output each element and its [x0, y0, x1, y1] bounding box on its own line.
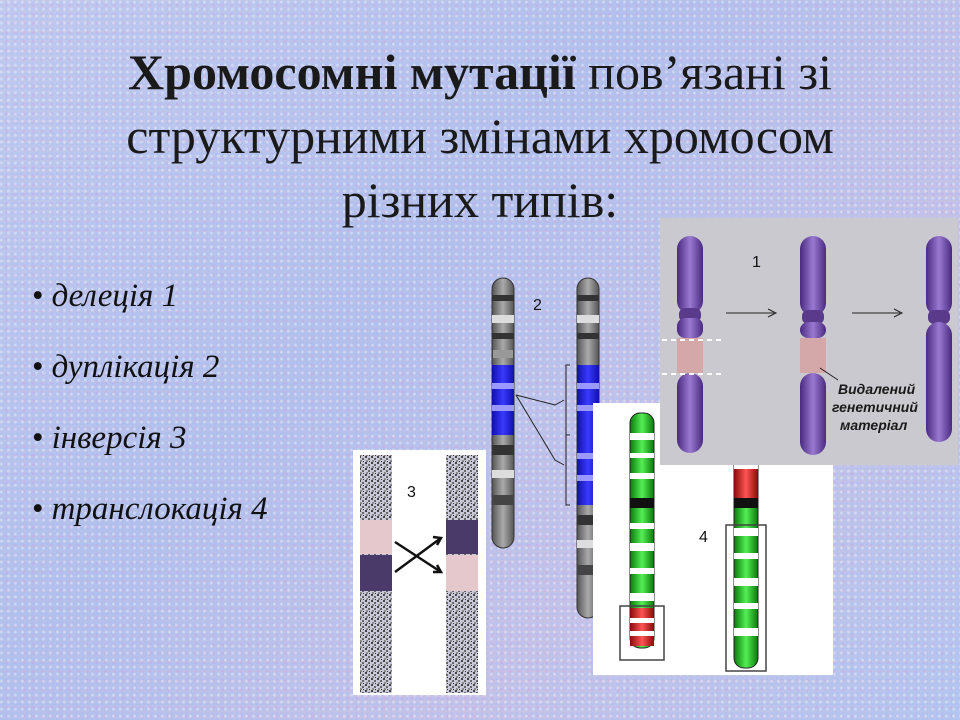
- translocation-figure: 4: [593, 403, 833, 675]
- title-bold: Хромосомні мутації: [128, 44, 576, 100]
- deleted-material-label-3: матеріал: [840, 417, 908, 433]
- list-item: •інверсія 3: [32, 420, 187, 456]
- bullet-duplication: дуплікація 2: [51, 349, 220, 385]
- title-line-3: різних типів:: [341, 172, 619, 228]
- list-item: •дуплікація 2: [32, 349, 220, 385]
- duplication-figure: 2: [480, 275, 610, 625]
- bullet-deletion: делеція 1: [51, 278, 179, 314]
- duplication-number: 2: [533, 297, 542, 314]
- translocation-diagram: [619, 412, 767, 672]
- bullet-translocation: транслокація 4: [51, 491, 268, 527]
- translocation-number: 4: [699, 529, 708, 546]
- deletion-number: 1: [752, 254, 761, 271]
- title-line-2: структурними змінами хромосом: [126, 108, 834, 164]
- deleted-material-label-2: генетичний: [832, 399, 918, 415]
- inversion-number: 3: [407, 484, 416, 501]
- inversion-figure: 3: [353, 450, 486, 695]
- bullet-inversion: інверсія 3: [51, 420, 187, 456]
- mutation-list: •делеція 1 •дуплікація 2 •інверсія 3 •тр…: [32, 270, 268, 554]
- list-item: •транслокація 4: [32, 491, 268, 527]
- deletion-diagram: Видалений генетичний матеріал: [662, 236, 952, 455]
- deletion-figure: Видалений генетичний матеріал 1: [660, 218, 958, 465]
- duplication-diagram: [491, 277, 600, 619]
- slide-title: Хромосомні мутації пов’язані зі структур…: [20, 40, 940, 232]
- list-item: •делеція 1: [32, 278, 179, 314]
- title-rest: пов’язані зі: [575, 44, 832, 100]
- inversion-diagram: [360, 455, 478, 693]
- deleted-material-label-1: Видалений: [838, 381, 916, 397]
